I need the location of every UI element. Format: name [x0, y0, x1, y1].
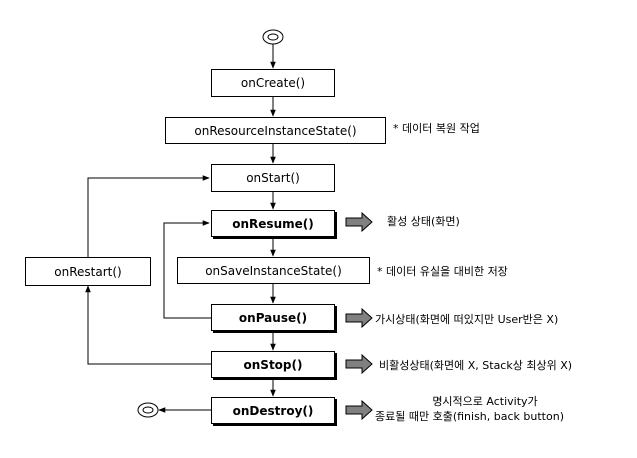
onstop-box: onStop(): [211, 351, 335, 378]
onrestart-box: onRestart(): [25, 257, 151, 286]
note-onresume: 활성 상태(화면): [387, 215, 460, 228]
gray-arrow-onresume: [345, 211, 373, 233]
note-ondestroy-line2: 종료될 때만 호출(finish, back button): [375, 410, 564, 423]
note-onsaveinstancestate: * 데이터 유실을 대비한 저장: [377, 265, 508, 278]
onstart-box: onStart(): [211, 164, 335, 192]
note-ondestroy-line1: 명시적으로 Activity가: [432, 395, 538, 408]
gray-arrow-ondestroy: [345, 399, 373, 421]
gray-arrow-onpause: [345, 307, 373, 329]
ondestroy-box: onDestroy(): [211, 397, 335, 424]
onresourceinstancestate-box: onResourceInstanceState(): [165, 117, 386, 144]
arrow-onstop-to-onrestart: [85, 285, 211, 365]
start-symbol: [262, 29, 284, 45]
note-onresourceinstancestate: * 데이터 복원 작업: [393, 122, 480, 135]
oncreate-box: onCreate(): [211, 69, 335, 97]
note-onpause: 가시상태(화면에 떠있지만 User반은 X): [375, 313, 559, 326]
onresume-box: onResume(): [211, 210, 335, 237]
gray-arrow-onstop: [345, 353, 373, 375]
arrow-onrestart-to-onstart: [87, 175, 210, 257]
onpause-box: onPause(): [211, 304, 335, 331]
arrow-onpause-to-onresume: [163, 220, 211, 319]
onsaveinstancestate-box: onSaveInstanceState(): [177, 257, 370, 284]
end-symbol: [137, 402, 159, 418]
note-onstop: 비활성상태(화면에 X, Stack상 최상위 X): [379, 359, 573, 372]
